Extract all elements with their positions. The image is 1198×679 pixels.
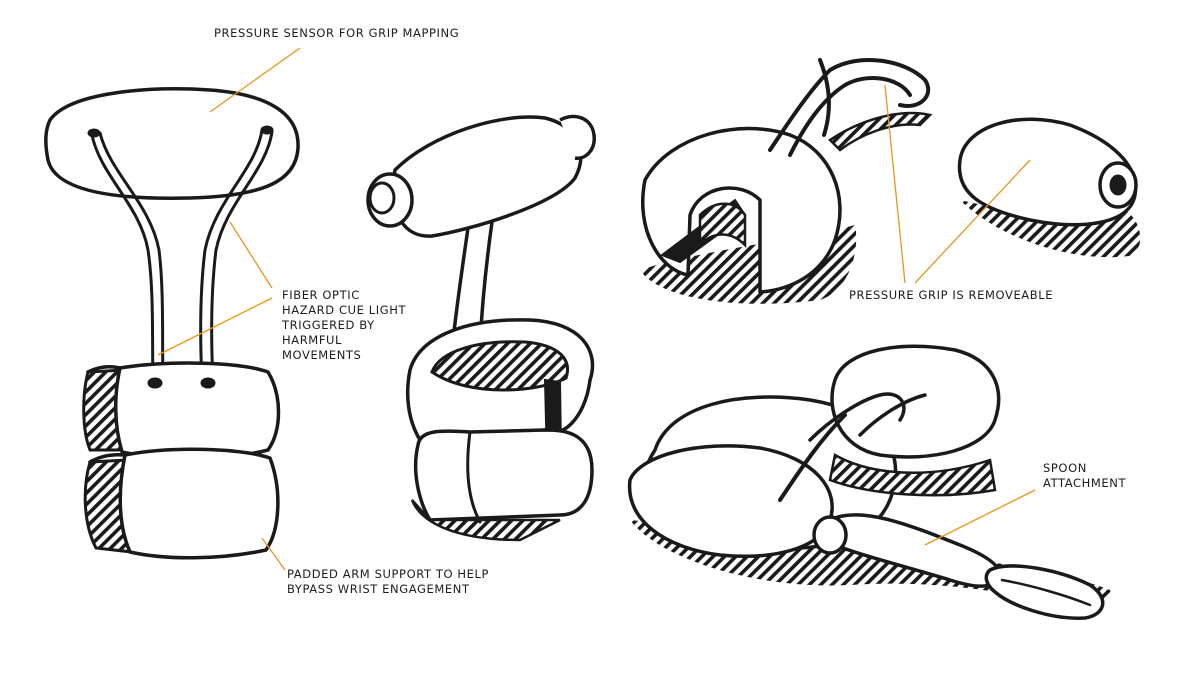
cuff-ring-top-right [641,126,842,294]
label-pressure-sensor: PRESSURE SENSOR FOR GRIP MAPPING [214,26,460,40]
spoon-clip [778,413,847,502]
device-perspective-view [366,114,596,542]
label-spoon: SPOON ATTACHMENT [1043,461,1127,490]
label-fiber-optic: FIBER OPTIC HAZARD CUE LIGHT TRIGGERED B… [282,288,407,362]
handle-body [391,115,583,238]
mounted-pressure-grip [830,344,1001,459]
device-front-view [44,87,300,560]
grip-clip [768,58,931,152]
leader-hazard-light [157,297,273,356]
cuff-inner-hatching [430,340,569,392]
leader-pressure-sensor [209,47,301,113]
label-pressure-grip: PRESSURE GRIP IS REMOVEABLE [849,288,1054,302]
leader-grip-clip [884,84,906,284]
padded-cuff-upper [114,361,281,460]
leader-fiber-cable [229,221,273,289]
leader-removable-grip [914,159,1031,284]
leader-padded-support [261,537,286,571]
padded-cuff-lower [118,447,280,560]
label-padded-arm: PADDED ARM SUPPORT TO HELP BYPASS WRIST … [287,567,490,596]
device-spoon-attachment [627,344,1111,620]
grip-sensor-pad [44,87,300,200]
fiber-cable-left [90,133,155,384]
spoon-bowl [984,564,1105,620]
leader-lines [157,47,1036,571]
leader-spoon [924,489,1036,546]
device-removable-grip [640,58,1141,304]
cuff-ring-lower [413,428,594,522]
fiber-cable-right [199,128,264,384]
